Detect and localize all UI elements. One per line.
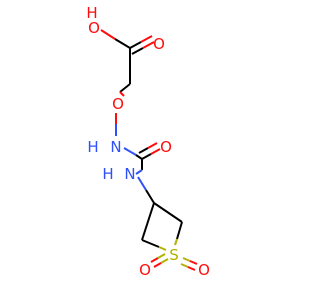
bond-hydroxyl-o [100, 29, 116, 40]
structure-diagram: H O O O H N O H N S O O [86, 4, 210, 279]
bond-urea-co-d [147, 142, 158, 149]
bond-so-right-d [189, 260, 198, 265]
bond-so-left-b [150, 257, 159, 263]
bond-carboxyl-co-b [140, 35, 153, 43]
atom-nh1-n: N [110, 138, 121, 156]
bond-n2-ring-a [137, 176, 147, 191]
bond-ch2-o-a [119, 83, 131, 93]
atom-sulfur: S [169, 246, 179, 264]
bond-n-c-a [123, 147, 137, 156]
atom-hydroxyl-h: H [86, 4, 97, 22]
bond-so-right-a [180, 263, 189, 268]
atom-carbonyl-o1: O [153, 35, 165, 53]
bond-carboxyl-co-c [131, 47, 144, 55]
atom-nh2-h: H [102, 165, 113, 183]
bond-ring-3b [174, 238, 178, 246]
molecule-canvas: H O O O H N O H N S O O [86, 4, 210, 279]
bond-ring-1 [153, 202, 183, 223]
atom-nh2-n: N [124, 165, 135, 183]
atom-nh1-h: H [87, 138, 98, 156]
atom-ether-o: O [112, 95, 124, 113]
bond-carboxyl-co-d [142, 41, 155, 49]
bond-n-c-b [135, 154, 143, 160]
bonds [100, 29, 198, 271]
atom-sulfonyl-o-left: O [139, 261, 151, 279]
bond-urea-co-b [150, 148, 161, 155]
bond-so-left-c [160, 258, 169, 264]
bond-carboxyl-co-a [129, 41, 142, 49]
bond-so-right-c [182, 257, 191, 262]
atom-sulfonyl-o-right: O [198, 261, 210, 279]
bond-ring-3a [176, 221, 183, 240]
atom-carbonyl-o2: O [160, 138, 172, 156]
bond-n2-ring-b [145, 189, 155, 204]
bond-c-n2-b [135, 169, 143, 175]
atom-labels: H O O O H N O H N S O O [86, 4, 210, 279]
bond-so-left-a [157, 253, 166, 259]
bond-so-left-d [153, 262, 162, 268]
atom-hydroxyl-o: O [88, 19, 100, 37]
bond-so-right-b [187, 266, 196, 271]
bond-ch2-o-b [119, 91, 125, 97]
bond-ring-4a [141, 239, 160, 248]
bond-ring-2 [141, 202, 155, 241]
bond-urea-co-c [138, 147, 149, 154]
bond-carboxyl-c-oh [114, 38, 131, 49]
bond-ring-4b [158, 246, 167, 251]
bond-urea-co-a [141, 153, 152, 160]
